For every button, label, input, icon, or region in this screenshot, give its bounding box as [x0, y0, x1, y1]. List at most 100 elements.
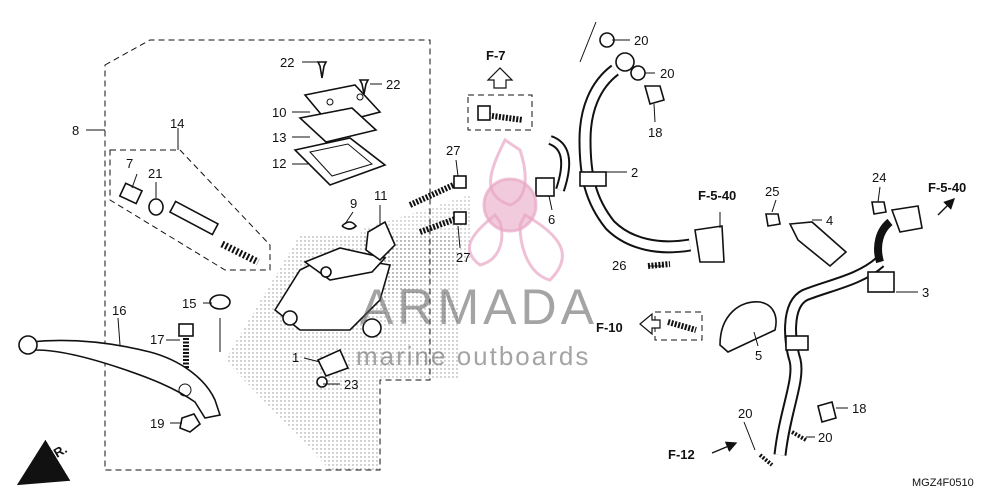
pivot-nut — [179, 413, 202, 433]
body-pivot — [362, 318, 382, 338]
watermark-tagline: marine outboards — [356, 341, 590, 371]
brake-lever — [28, 339, 222, 419]
callout-2: 2 — [631, 165, 638, 180]
callout-11: 11 — [374, 188, 388, 203]
dust-boot — [118, 182, 144, 205]
callout-7: 7 — [126, 156, 133, 171]
callout-26: 26 — [612, 258, 626, 273]
lever-knob — [18, 335, 38, 355]
bolt-box-f10 — [654, 311, 703, 341]
callout-8: 8 — [72, 123, 79, 138]
callout-labels: 8 7 21 14 22 22 10 13 12 9 11 27 27 15 1… — [72, 33, 929, 445]
bolt-box — [467, 94, 533, 131]
washer-stack-20 — [758, 453, 774, 467]
break-line — [579, 21, 597, 63]
watermark: ARMADA marine outboards — [356, 137, 598, 371]
hose-grommet — [867, 271, 895, 293]
screw-22 — [358, 79, 370, 95]
banjo-bolt-18 — [817, 401, 837, 423]
mount-bolt — [484, 112, 524, 123]
washer-stack-20 — [791, 430, 807, 442]
callout-20d: 20 — [818, 430, 832, 445]
group-outline-8 — [104, 39, 431, 471]
callout-12: 12 — [272, 156, 286, 171]
ref-f540b: F-5-40 — [928, 180, 966, 195]
piston-spring — [220, 240, 260, 266]
callout-17: 17 — [150, 332, 164, 347]
cap-screw-hole — [326, 98, 334, 106]
arrow-f12 — [711, 441, 738, 454]
ref-f7: F-7 — [486, 48, 506, 63]
brake-hose-3-inner — [775, 258, 884, 456]
holder-bracket — [365, 220, 396, 262]
callout-10: 10 — [272, 105, 286, 120]
clip-9 — [341, 221, 358, 230]
callout-6: 6 — [548, 212, 555, 227]
callout-27a: 27 — [446, 143, 460, 158]
reference-arrows — [16, 67, 955, 486]
brake-switch — [316, 348, 350, 377]
front-arrow-icon — [16, 439, 71, 486]
callout-22b: 22 — [386, 77, 400, 92]
pivot-bolt-head — [178, 323, 194, 337]
callout-20c: 20 — [738, 406, 752, 421]
lever-pivot-hole — [178, 383, 192, 397]
hose-guide-inner — [548, 137, 569, 191]
callout-1: 1 — [292, 350, 299, 365]
mount-bolt — [667, 319, 697, 333]
snap-ring — [148, 198, 164, 216]
hose-end-fitting — [874, 218, 893, 264]
master-cylinder-group — [104, 39, 470, 471]
callout-14: 14 — [170, 116, 184, 131]
ref-f12: F-12 — [668, 447, 695, 462]
callout-27b: 27 — [456, 250, 470, 265]
watermark-brand: ARMADA — [360, 279, 598, 335]
callout-15: 15 — [182, 296, 196, 311]
arrow-left-f10 — [639, 312, 661, 336]
bolt-24 — [871, 201, 887, 215]
callout-5: 5 — [755, 348, 762, 363]
callout-23: 23 — [344, 377, 358, 392]
callout-16: 16 — [112, 303, 126, 318]
bolt-27 — [408, 179, 462, 208]
screw-22 — [316, 61, 328, 79]
arrow-f540b — [937, 198, 955, 216]
banjo-fitting — [615, 52, 635, 72]
callout-19: 19 — [150, 416, 164, 431]
ref-front: FR. — [44, 441, 70, 464]
hose-clamp-5 — [719, 301, 777, 353]
callout-13: 13 — [272, 130, 286, 145]
callout-20a: 20 — [634, 33, 648, 48]
bolt-head-27 — [453, 211, 467, 225]
cap-screw-hole — [356, 93, 364, 101]
hose-grommet — [785, 335, 809, 351]
callout-24: 24 — [872, 170, 886, 185]
diaphragm-plate — [298, 107, 378, 143]
callout-18b: 18 — [852, 401, 866, 416]
dotted-shading — [225, 235, 460, 470]
callout-21: 21 — [148, 166, 162, 181]
diaphragm — [293, 137, 387, 186]
callout-25: 25 — [765, 184, 779, 199]
hose-fitting — [890, 205, 923, 233]
banjo-bolt-18 — [643, 85, 665, 105]
body-mount — [282, 310, 298, 326]
mount-bolt-head — [477, 105, 491, 121]
guide-clamp — [535, 177, 555, 197]
upper-hose-group — [467, 21, 725, 269]
bolt-head-27 — [453, 175, 467, 189]
subgroup-outline-14 — [109, 149, 271, 271]
ref-f540a: F-5-40 — [698, 188, 736, 203]
screw-23 — [316, 376, 328, 388]
callout-9: 9 — [350, 196, 357, 211]
hose-bracket — [694, 225, 725, 263]
bolt-25 — [765, 213, 781, 227]
hose-grommet — [579, 171, 607, 187]
body-bore — [320, 266, 332, 278]
hose-clamp-4 — [788, 221, 848, 268]
callout-4: 4 — [826, 213, 833, 228]
propeller-logo-icon — [467, 137, 564, 282]
brake-hose-2 — [578, 64, 692, 254]
callout-22a: 22 — [280, 55, 294, 70]
